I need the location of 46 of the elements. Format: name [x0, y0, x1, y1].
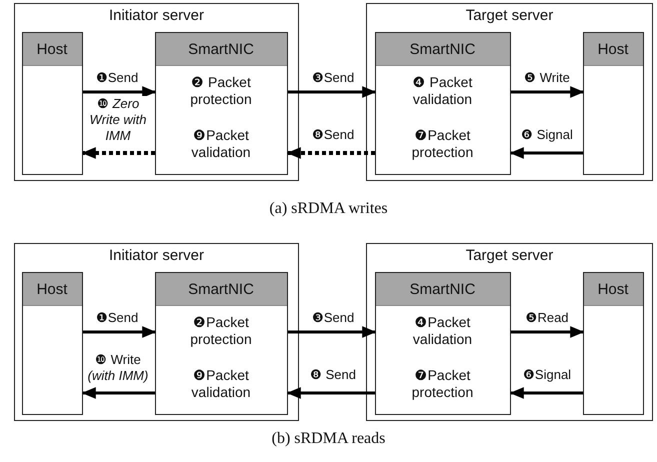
arrow [286, 147, 375, 159]
server-box [366, 3, 653, 181]
component-box [22, 272, 82, 414]
arrow [288, 86, 376, 98]
component-box [22, 32, 82, 174]
arrow [83, 326, 156, 338]
component-heading: SmartNIC [156, 272, 286, 306]
component-box [582, 272, 644, 414]
step-text: ❾Packet validation [190, 366, 252, 400]
component-heading: SmartNIC [376, 32, 510, 66]
arrow [286, 387, 375, 399]
arrow [510, 387, 583, 399]
server-title: Initiator server [108, 247, 206, 264]
server-box [14, 243, 299, 421]
step-text: ❼Packet protection [410, 366, 474, 400]
component-heading: Host [22, 32, 82, 66]
arrow [511, 326, 584, 338]
arrow [82, 387, 155, 399]
panel-caption: (b) sRDMA reads [270, 430, 386, 448]
step-text: ❹ Packet validation [412, 74, 474, 108]
component-box [374, 32, 510, 174]
server-title: Target server [464, 247, 554, 264]
server-title: Target server [464, 7, 554, 24]
component-heading: SmartNIC [156, 32, 286, 66]
step-text: ❷Packet protection [189, 314, 253, 348]
component-heading: Host [22, 272, 82, 306]
arrow [288, 326, 376, 338]
step-text: ❼Packet protection [410, 126, 474, 160]
step-text: ❾Packet validation [190, 126, 252, 160]
component-box [374, 272, 510, 414]
component-box [154, 32, 288, 174]
step-text: ❹Packet validation [412, 314, 474, 348]
component-heading: Host [584, 32, 642, 66]
arrow [83, 86, 156, 98]
arrow [510, 147, 583, 159]
component-box [154, 272, 288, 414]
arrow [82, 147, 155, 159]
server-box [14, 3, 299, 181]
server-box [366, 243, 653, 421]
step-text: ❷ Packet protection [189, 74, 253, 108]
arrow [511, 86, 584, 98]
panel-caption: (a) sRDMA writes [268, 200, 389, 218]
server-title: Initiator server [108, 7, 206, 24]
component-box [582, 32, 644, 174]
component-heading: SmartNIC [376, 272, 510, 306]
component-heading: Host [584, 272, 642, 306]
